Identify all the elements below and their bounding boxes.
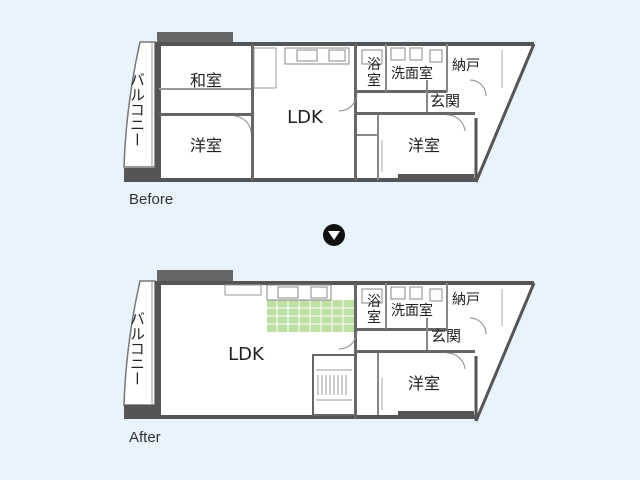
before-label-ldk: LDK <box>287 107 324 128</box>
after-label-senmenshitsu: 洗面室 <box>391 302 433 319</box>
after-label-yoku-bottom: 室 <box>367 309 381 326</box>
after-balcony <box>123 280 156 406</box>
before-label-washitsu: 和室 <box>190 71 222 90</box>
after-label-genkan: 玄関 <box>431 327 461 345</box>
after-floor <box>157 283 534 419</box>
after-closet <box>312 354 356 416</box>
before-caption: Before <box>129 191 174 208</box>
after-plan: LDK 洋室 浴 室 洗面室 納戸 玄関 バルコニー <box>123 270 536 422</box>
before-label-nando: 納戸 <box>452 58 480 74</box>
before-balcony <box>123 41 156 168</box>
after-label-youshitsu-right: 洋室 <box>408 374 440 393</box>
before-label-youshitsu-left: 洋室 <box>190 136 222 155</box>
before-label-yoku-bottom: 室 <box>367 72 381 89</box>
before-label-senmenshitsu: 洗面室 <box>391 65 433 82</box>
after-label-ldk: LDK <box>228 344 265 365</box>
after-label-balcony: バルコニー <box>128 311 146 386</box>
before-label-youshitsu-right: 洋室 <box>408 136 440 155</box>
after-kitchen-tiles <box>267 300 355 332</box>
before-label-balcony: バルコニー <box>128 72 146 147</box>
before-plan: 和室 洋室 LDK 洋室 浴 室 洗面室 納戸 玄関 バルコニー <box>123 32 536 183</box>
after-caption: After <box>129 429 161 446</box>
before-label-genkan: 玄関 <box>430 92 460 110</box>
after-label-yoku-top: 浴 <box>367 294 381 310</box>
after-label-nando: 納戸 <box>452 292 480 308</box>
before-label-yoku-top: 浴 <box>367 57 381 73</box>
